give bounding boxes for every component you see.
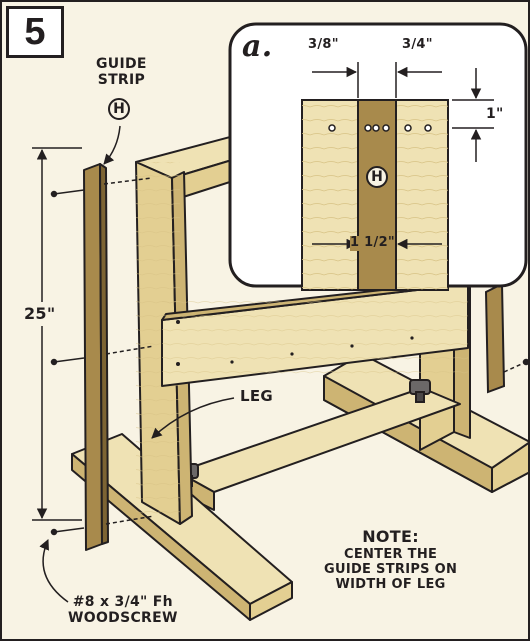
inset-part-h-badge: H (366, 166, 388, 188)
leg-label: LEG (240, 387, 274, 405)
screw-label-line-2: WOODSCREW (68, 610, 178, 627)
note-line-2: GUIDE STRIPS ON (324, 562, 458, 578)
stretcher-holes (176, 320, 414, 366)
leader-lines (39, 125, 235, 603)
screw-label-line-1: #8 x 3/4" Fh (72, 594, 173, 610)
middle-stretcher (161, 279, 473, 387)
guide-strip-label-line-2: STRIP (97, 72, 146, 89)
note-title: NOTE: (362, 527, 419, 546)
inset-label: a. (242, 29, 273, 64)
note-line-3: WIDTH OF LEG (335, 577, 446, 593)
guide-strip-label: GUIDE STRIP (96, 56, 147, 88)
height-dimension-label: 25" (24, 304, 56, 324)
left-guide-strip (83, 163, 109, 551)
part-h-badge: H (108, 98, 130, 120)
inset-holes (328, 124, 432, 132)
height-dimension-line (32, 147, 82, 521)
screw-label: #8 x 3/4" Fh WOODSCREW (68, 594, 178, 626)
inset-dimension-lines (312, 62, 494, 250)
front-leg (135, 161, 193, 525)
inset-guide-strip (357, 99, 397, 291)
guide-strip-label-line-1: GUIDE (96, 56, 147, 72)
inset-top-offset-label: 1" (486, 106, 504, 122)
inset-strip-width-label: 1 1/2" (350, 235, 395, 251)
inset-left-gap-label: 3/8" (308, 37, 339, 52)
screws (50, 177, 528, 536)
step-number: 5 (24, 10, 46, 53)
inset-detail (228, 22, 528, 291)
inset-right-gap-label: 3/4" (402, 37, 433, 52)
step-number-box: 5 (6, 6, 64, 58)
note-block: NOTE: CENTER THE GUIDE STRIPS ON WIDTH O… (324, 527, 458, 593)
note-line-1: CENTER THE (343, 547, 438, 563)
right-guide-strip (484, 282, 506, 394)
